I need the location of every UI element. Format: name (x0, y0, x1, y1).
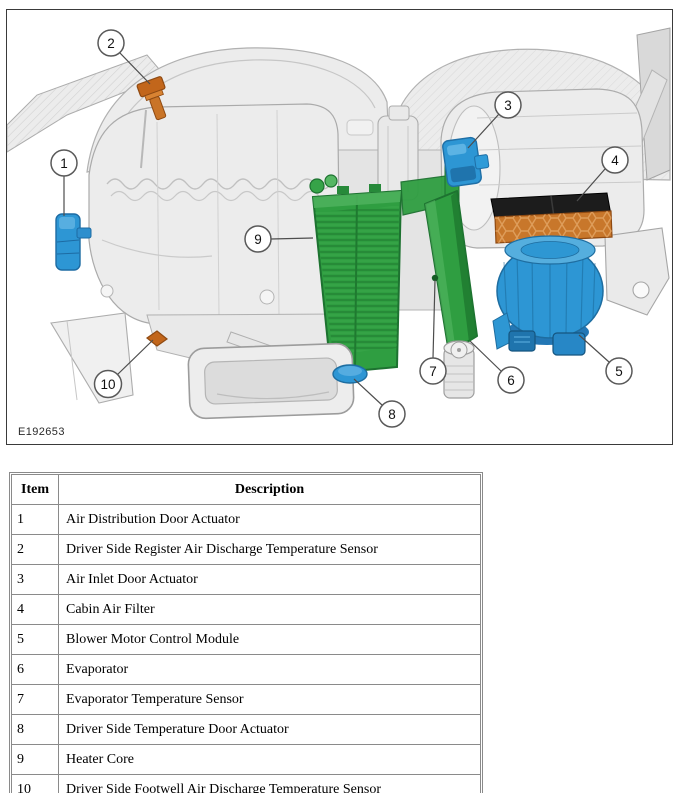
table-row: 5 Blower Motor Control Module (11, 624, 481, 655)
callout-8-label: 8 (388, 407, 396, 422)
callout-9-label: 9 (254, 232, 262, 247)
callout-8: 8 (353, 378, 406, 428)
cabin-air-filter (490, 192, 613, 244)
table-row: 1 Air Distribution Door Actuator (11, 504, 481, 535)
description-cell: Driver Side Temperature Door Actuator (58, 714, 481, 745)
register-temp-sensor (136, 76, 167, 121)
callout-5-label: 5 (615, 364, 623, 379)
evaporator-temp-sensor (431, 274, 439, 282)
callout-2: 2 (97, 29, 151, 85)
callouts: 1 2 3 4 (50, 29, 633, 428)
callout-4-label: 4 (611, 153, 619, 168)
item-header: Item (11, 474, 59, 505)
callout-6-label: 6 (507, 373, 515, 388)
table-row: 2 Driver Side Register Air Discharge Tem… (11, 534, 481, 565)
table-header-row: Item Description (11, 474, 481, 505)
callout-1-circle (50, 149, 78, 177)
callout-5-circle (605, 357, 633, 385)
parts-table: Item Description 1 Air Distribution Door… (11, 474, 481, 793)
item-cell: 6 (11, 654, 59, 685)
table-row: 10 Driver Side Footwell Air Discharge Te… (11, 774, 481, 793)
item-cell: 2 (11, 534, 59, 565)
item-cell: 8 (11, 714, 59, 745)
callout-4-circle (601, 146, 629, 174)
callout-8-circle (378, 400, 406, 428)
description-cell: Driver Side Register Air Discharge Tempe… (58, 534, 481, 565)
evaporator (424, 190, 478, 354)
blower-motor (492, 235, 604, 356)
item-cell: 10 (11, 774, 59, 793)
table-row: 3 Air Inlet Door Actuator (11, 564, 481, 595)
item-cell: 9 (11, 744, 59, 775)
item-cell: 3 (11, 564, 59, 595)
callout-8-leader (353, 378, 383, 406)
callout-10-leader (116, 339, 154, 376)
description-cell: Driver Side Footwell Air Discharge Tempe… (58, 774, 481, 793)
callout-9-circle (244, 225, 272, 253)
description-cell: Blower Motor Control Module (58, 624, 481, 655)
description-header: Description (58, 474, 481, 505)
callout-3-circle (494, 91, 522, 119)
callout-3: 3 (467, 91, 522, 149)
callout-7-leader (432, 279, 436, 359)
temp-door-actuator (332, 364, 368, 384)
air-distribution-actuator (55, 213, 92, 271)
callout-7-label: 7 (429, 364, 437, 379)
item-cell: 1 (11, 504, 59, 535)
table-row: 7 Evaporator Temperature Sensor (11, 684, 481, 715)
callout-9: 9 (244, 225, 314, 253)
hvac-illustration: 1 2 3 4 (6, 27, 671, 428)
callout-7-circle (419, 357, 447, 385)
item-cell: 7 (11, 684, 59, 715)
table-row: 6 Evaporator (11, 654, 481, 685)
description-cell: Evaporator Temperature Sensor (58, 684, 481, 715)
callout-1: 1 (50, 149, 78, 216)
parts-table-wrap: Item Description 1 Air Distribution Door… (9, 472, 483, 793)
description-cell: Air Distribution Door Actuator (58, 504, 481, 535)
callout-6: 6 (469, 340, 525, 394)
description-cell: Heater Core (58, 744, 481, 775)
callout-4: 4 (576, 146, 629, 202)
callout-10-label: 10 (100, 377, 115, 392)
callout-2-leader (118, 51, 151, 85)
table-row: 9 Heater Core (11, 744, 481, 775)
callout-9-leader (270, 237, 314, 240)
figure-frame: 1 2 3 4 (6, 9, 673, 445)
callout-3-leader (467, 113, 500, 149)
callout-1-label: 1 (60, 156, 68, 171)
table-row: 4 Cabin Air Filter (11, 594, 481, 625)
callout-6-leader (469, 340, 502, 372)
callout-4-leader (576, 168, 606, 202)
table-row: 8 Driver Side Temperature Door Actuator (11, 714, 481, 745)
callout-6-circle (497, 366, 525, 394)
callout-2-label: 2 (107, 36, 115, 51)
description-cell: Cabin Air Filter (58, 594, 481, 625)
callout-10-circle (93, 369, 123, 399)
callout-2-circle (97, 29, 125, 57)
heater-core (311, 184, 403, 375)
callout-5: 5 (578, 334, 633, 385)
description-cell: Air Inlet Door Actuator (58, 564, 481, 595)
footwell-temp-sensor (145, 330, 169, 347)
callout-3-label: 3 (504, 98, 512, 113)
item-cell: 5 (11, 624, 59, 655)
air-inlet-actuator (442, 136, 490, 188)
item-cell: 4 (11, 594, 59, 625)
callout-5-leader (578, 334, 610, 363)
description-cell: Evaporator (58, 654, 481, 685)
callout-10: 10 (93, 339, 154, 399)
figure-code: E192653 (18, 426, 65, 438)
callout-7: 7 (419, 279, 447, 385)
